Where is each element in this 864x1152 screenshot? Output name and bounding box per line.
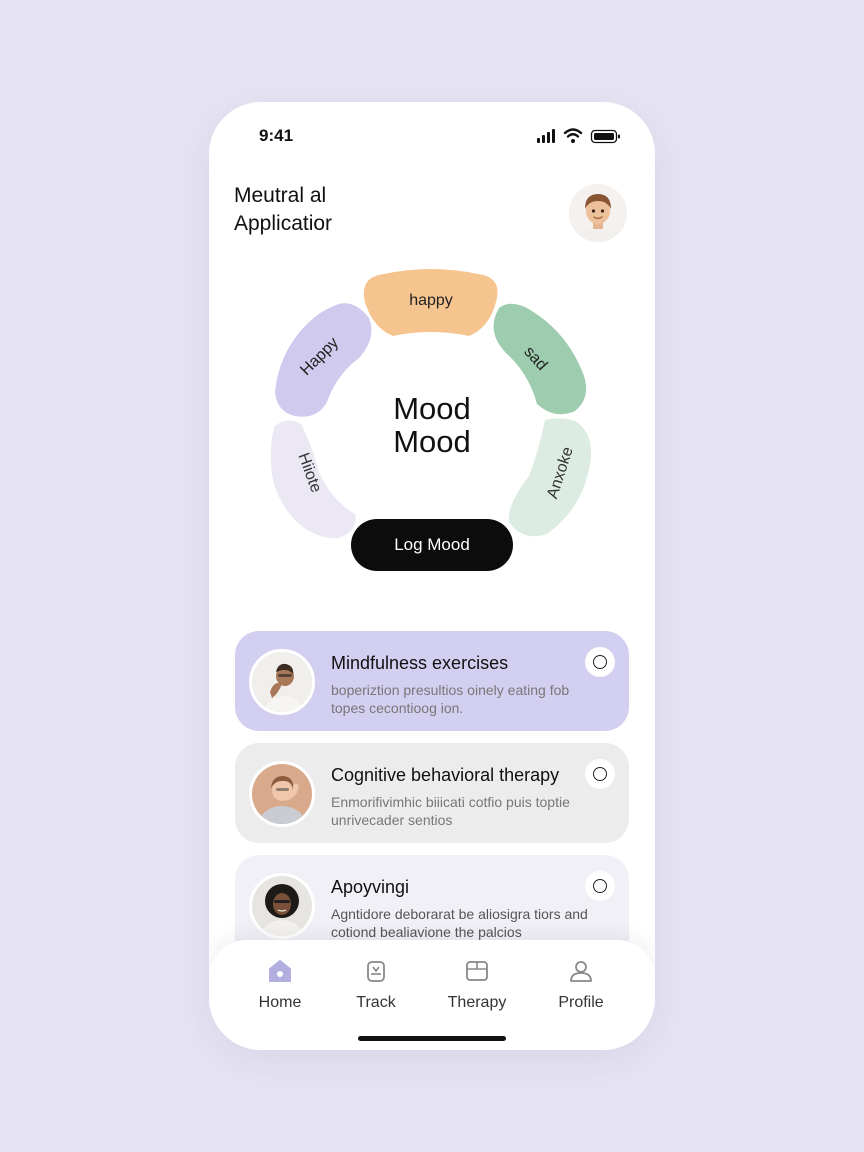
mood-segment-sad [493,303,587,415]
mood-wheel [270,269,592,539]
app-title-line2: Applicatior [234,212,333,235]
card-description: boperiztion presultios oinely eating fob… [331,682,570,716]
nav-track[interactable]: Track [331,958,421,1012]
signal-icon [537,129,555,143]
mood-center-line2: Mood [393,424,471,459]
card-photo [249,649,315,715]
nav-therapy[interactable]: Therapy [432,958,522,1012]
nav-therapy-label: Therapy [447,994,507,1011]
card-photo [249,761,315,827]
status-time: 9:41 [259,126,294,145]
profile-icon [570,961,592,982]
card-radio-button[interactable] [585,759,615,789]
battery-icon [590,129,620,144]
status-icons [537,128,621,144]
mood-center-line1: Mood [393,391,471,426]
track-icon [367,961,385,982]
radio-circle-icon [593,767,607,781]
phone-screen: 9:41 Meutral al Applicatior [209,102,655,1050]
mood-center-label: Mood Mood [332,392,532,458]
nav-profile-label: Profile [558,994,604,1011]
mood-segment-happy [363,269,498,336]
bottom-nav: Home Track Therapy Profile [209,940,655,1050]
mood-segment-happy-alt [275,303,372,417]
radio-circle-icon [593,879,607,893]
mood-segment-hiiote [270,420,356,539]
wifi-icon [563,128,583,143]
mood-segment-anxoke [508,418,592,537]
app-title-line1: Meutral al [234,184,327,207]
nav-track-label: Track [356,994,396,1011]
nav-home-label: Home [258,994,302,1011]
nav-home[interactable]: Home [235,958,325,1012]
home-icon [269,960,291,982]
app-title: Meutral al Applicatior [234,182,454,238]
card-photo [249,873,315,939]
card-radio-button[interactable] [585,871,615,901]
mood-segment-happy-label[interactable]: happy [409,292,453,309]
card-title: Cognitive behavioral therapy [331,765,560,785]
card-description: Enmorifivimhic biiicati cotfio puis topt… [331,794,570,828]
radio-circle-icon [593,655,607,669]
card-title: Mindfulness exercises [331,653,509,673]
card-description: Agntidore deborarat be aliosigra tiors a… [331,906,588,940]
user-avatar[interactable] [569,184,627,242]
card-mindfulness[interactable]: Mindfulness exercises boperiztion presul… [235,631,629,731]
card-title: Apoyvingi [331,877,410,897]
nav-profile[interactable]: Profile [536,958,626,1012]
log-mood-button[interactable]: Log Mood [351,519,513,571]
card-cbt[interactable]: Cognitive behavioral therapy Enmorifivim… [235,743,629,843]
card-radio-button[interactable] [585,647,615,677]
home-indicator[interactable] [358,1036,506,1041]
therapy-icon [466,961,488,981]
